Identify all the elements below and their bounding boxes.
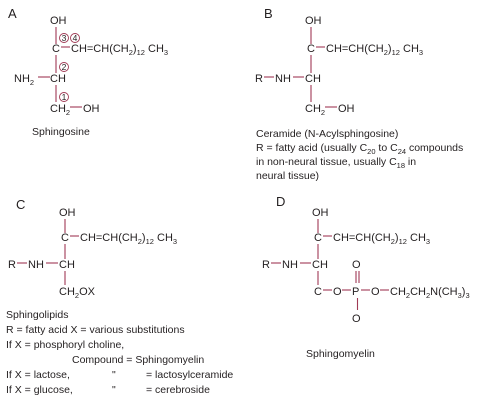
panel-b-oh-end: OH bbox=[338, 103, 355, 115]
panel-c-ch2ox: CH2OX bbox=[59, 286, 96, 300]
panel-b-label: B bbox=[264, 6, 273, 21]
panel-a-oh: OH bbox=[50, 15, 67, 27]
panel-c-caption-line2: If X = phosphoryl choline, bbox=[6, 339, 124, 351]
panel-d-chain: CH=CH(CH2)12 CH3 bbox=[333, 232, 430, 246]
carbon-number-4: 4 bbox=[73, 33, 78, 43]
panel-c-oh: OH bbox=[59, 207, 76, 219]
panel-a-caption: Sphingosine bbox=[32, 126, 90, 138]
panel-b-chain: CH=CH(CH2)12 CH3 bbox=[326, 43, 423, 57]
panel-d-tail: CH2CH2N(CH3)3 bbox=[390, 286, 470, 300]
panel-b-caption-line2: in non-neural tissue, usually C18 in bbox=[256, 156, 416, 170]
carbon-number-4-circle bbox=[70, 33, 80, 43]
carbon-number-1: 1 bbox=[62, 92, 67, 102]
panel-d-ch: CH bbox=[312, 259, 328, 271]
panel-d-o2: O bbox=[371, 286, 380, 298]
panel-a-chain: CH=CH(CH2)12 CH3 bbox=[71, 43, 168, 57]
panel-a-sphingosine: A OH C CH=CH(CH2)12 CH3 NH2 CH CH2 OH 1 … bbox=[8, 6, 168, 138]
panel-d-nh: NH bbox=[282, 259, 298, 271]
panel-b-oh: OH bbox=[305, 15, 322, 27]
panel-c-caption-line5-c: = cerebroside bbox=[146, 384, 210, 396]
panel-c-label: C bbox=[16, 197, 25, 212]
panel-d-o-bottom: O bbox=[352, 313, 361, 325]
panel-c-chain: CH=CH(CH2)12 CH3 bbox=[80, 232, 177, 246]
panel-c-caption-line5-b: " bbox=[112, 384, 116, 396]
panel-a-oh-end: OH bbox=[83, 103, 100, 115]
carbon-number-3: 3 bbox=[62, 33, 67, 43]
panel-c-caption-line4-b: " bbox=[112, 369, 116, 381]
panel-b-nh: NH bbox=[275, 73, 291, 85]
panel-c-ch: CH bbox=[59, 259, 75, 271]
panel-d-o-top: O bbox=[352, 259, 361, 271]
panel-b-caption-line3: neural tissue) bbox=[256, 170, 319, 182]
panel-a-label: A bbox=[8, 6, 17, 21]
carbon-number-1-circle bbox=[59, 92, 69, 102]
panel-a-nh2: NH2 bbox=[14, 73, 34, 87]
panel-b-ch: CH bbox=[305, 73, 321, 85]
panel-b-caption-line1: R = fatty acid (usually C20 to C24 compo… bbox=[256, 142, 463, 156]
panel-d-r: R bbox=[262, 259, 270, 271]
panel-d-o1: O bbox=[333, 286, 342, 298]
carbon-number-3-circle bbox=[59, 33, 69, 43]
panel-a-ch: CH bbox=[50, 73, 66, 85]
panel-d-p: P bbox=[352, 286, 359, 298]
panel-d-caption: Sphingomyelin bbox=[306, 348, 375, 360]
carbon-number-2-circle bbox=[59, 62, 69, 72]
panel-d-sphingomyelin: D OH C CH=CH(CH2)12 CH3 R NH CH C O P O … bbox=[262, 194, 470, 360]
panel-d-oh: OH bbox=[312, 207, 329, 219]
panel-b-caption-title: Ceramide (N-Acylsphingosine) bbox=[256, 128, 398, 140]
panel-c-nh: NH bbox=[28, 259, 44, 271]
panel-c-r: R bbox=[8, 259, 16, 271]
panel-c-caption-line4-a: If X = lactose, bbox=[6, 369, 70, 381]
panel-c-caption-line3: Compound = Sphingomyelin bbox=[72, 354, 204, 366]
panel-d-c-bottom: C bbox=[314, 286, 322, 298]
panel-c-caption-line4-c: = lactosylceramide bbox=[146, 369, 233, 381]
panel-b-ch2: CH2 bbox=[305, 103, 325, 117]
panel-a-c1: C bbox=[52, 43, 60, 55]
panel-b-r: R bbox=[255, 73, 263, 85]
panel-b-c: C bbox=[307, 43, 315, 55]
panel-c-caption-line5-a: If X = glucose, bbox=[6, 384, 73, 396]
panel-d-label: D bbox=[276, 194, 285, 209]
panel-c-caption-line1: R = fatty acid X = various substitutions bbox=[6, 324, 185, 336]
panel-c-caption-title: Sphingolipids bbox=[6, 309, 68, 321]
panel-c-sphingolipids: C OH C CH=CH(CH2)12 CH3 R NH CH CH2OX Sp… bbox=[6, 197, 233, 396]
panel-b-ceramide: B OH C CH=CH(CH2)12 CH3 R NH CH CH2 OH C… bbox=[255, 6, 463, 182]
panel-d-c: C bbox=[314, 232, 322, 244]
carbon-number-2: 2 bbox=[62, 62, 67, 72]
panel-c-c: C bbox=[61, 232, 69, 244]
panel-a-ch2: CH2 bbox=[50, 103, 70, 117]
